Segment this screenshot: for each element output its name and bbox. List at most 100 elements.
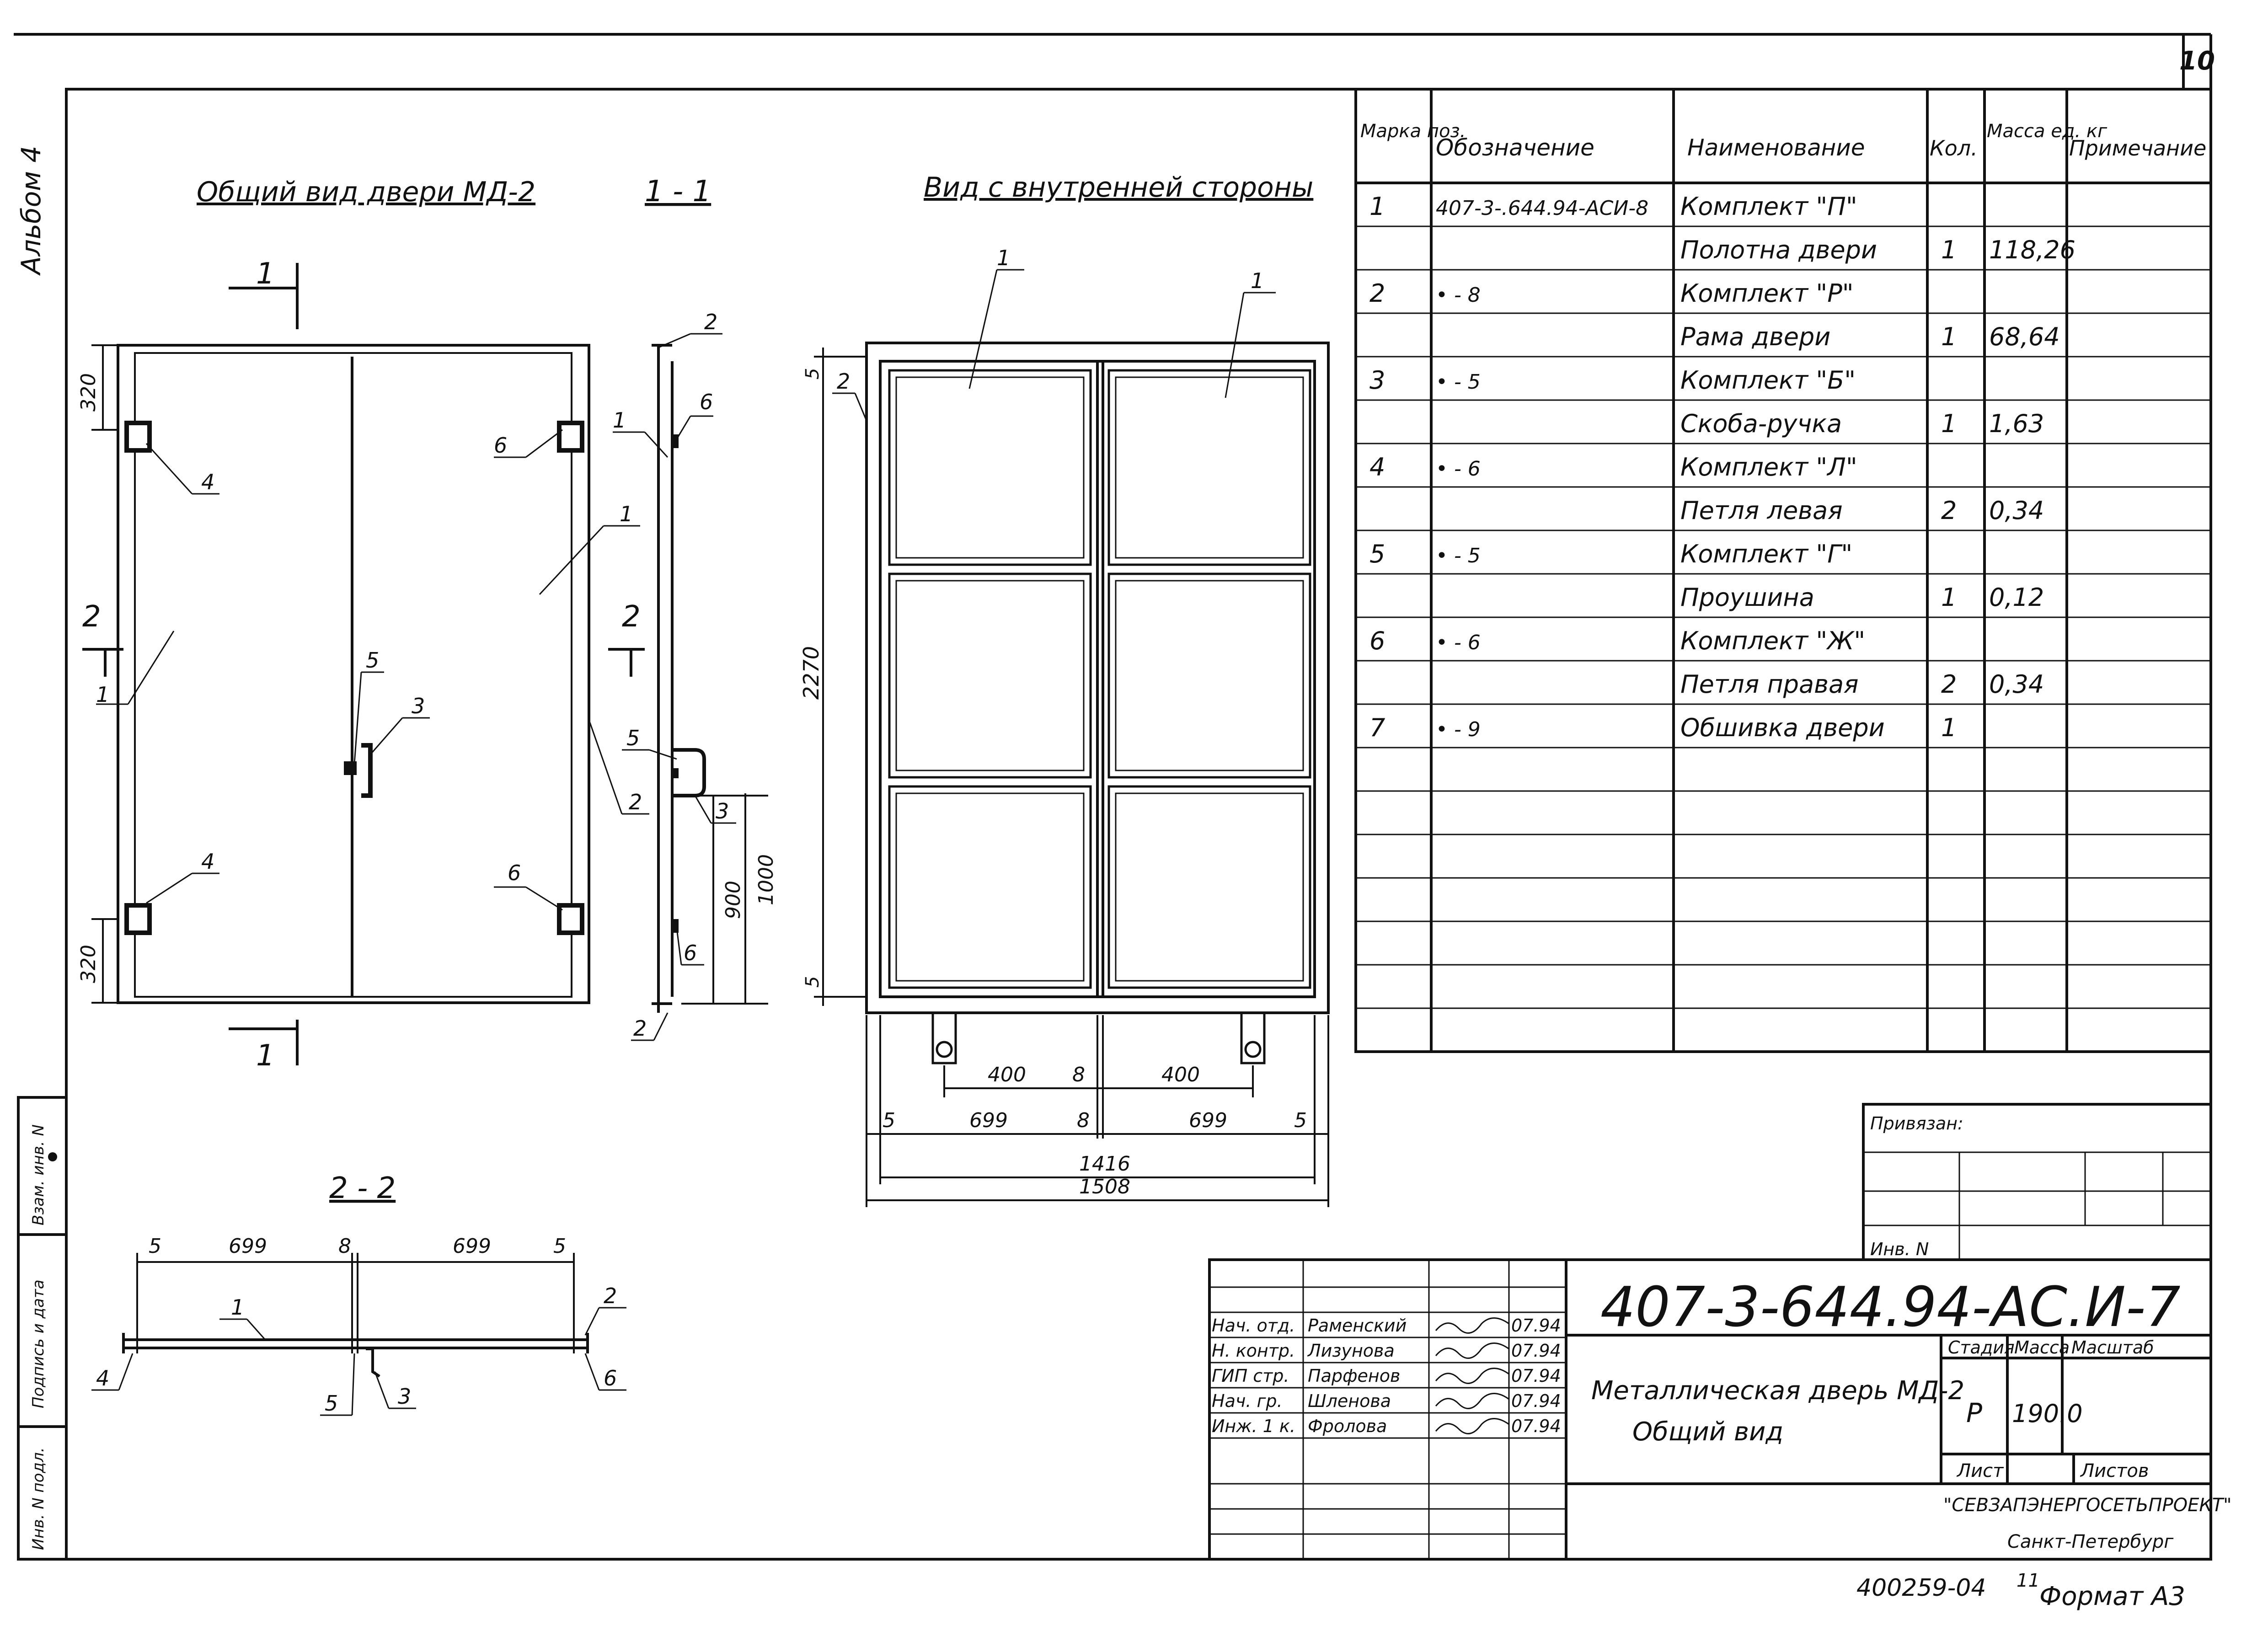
- s22-callout-3: 3: [398, 1384, 411, 1409]
- spec-cell-r9-c4: 0,12: [1989, 583, 2044, 612]
- s22-callout-1: 1: [231, 1295, 244, 1320]
- callout-3: 3: [412, 694, 425, 718]
- signature-date-2: 07.94: [1511, 1366, 1561, 1386]
- signature-name-3: Шленова: [1308, 1391, 1391, 1411]
- footer-format: Формат А3: [2039, 1582, 2185, 1611]
- s22-callout-6: 6: [604, 1366, 617, 1390]
- spec-cell-r5-c4: 1,63: [1989, 409, 2044, 438]
- s22-dim-5a: 5: [149, 1235, 161, 1258]
- section-22-handle: [366, 1348, 380, 1378]
- spec-cell-r0-c1: 407-3-.644.94-АСИ-8: [1436, 197, 1648, 220]
- spec-cell-r11-c3: 2: [1941, 670, 1957, 699]
- spec-cell-r2-c2: Комплект "Р": [1680, 279, 1854, 308]
- callout-2-right: 2: [629, 790, 642, 814]
- s22-dim-5b: 5: [553, 1235, 566, 1258]
- spec-cell-r6-c2: Комплект "Л": [1680, 453, 1857, 481]
- hinge-right-bottom: [557, 903, 584, 935]
- spec-cell-r11-c4: 0,34: [1989, 670, 2044, 699]
- signature-date-1: 07.94: [1511, 1341, 1561, 1361]
- spec-cell-r10-c0: 6: [1369, 626, 1385, 655]
- dim-1000: 1000: [754, 854, 778, 905]
- spec-cell-r12-c0: 7: [1369, 713, 1385, 742]
- spec-cell-r8-c2: Комплект "Г": [1680, 540, 1852, 568]
- spec-cell-r4-c2: Комплект "Б": [1680, 366, 1856, 395]
- spec-cell-r4-c0: 3: [1369, 366, 1385, 395]
- title-block: Привязан: Инв. N 407-3-644.94-АС.И-7 Нач…: [1208, 1103, 2232, 1561]
- spec-header-mass: Масса ед. кг: [1987, 121, 2108, 142]
- spec-cell-r2-c1: • - 8: [1436, 283, 1481, 307]
- mass-value: 190.0: [2012, 1399, 2083, 1428]
- sheet-frame: [14, 33, 2212, 1561]
- inside-panels: [888, 369, 1311, 989]
- spec-cell-r1-c2: Полотна двери: [1680, 235, 1877, 264]
- s22-callout-4: 4: [96, 1366, 109, 1390]
- footer-sheet-index: 11: [2017, 1570, 2040, 1591]
- spec-cell-r3-c4: 68,64: [1989, 322, 2060, 351]
- binding-dot: [48, 1152, 57, 1161]
- section-11-view: 900 1000 2 1 6 5 3 6 2: [613, 310, 778, 1041]
- spec-cell-r10-c2: Комплект "Ж": [1680, 626, 1865, 655]
- door-handle: [361, 743, 373, 798]
- signature-role-3: Нач. гр.: [1212, 1391, 1283, 1411]
- spec-cell-r0-c2: Комплект "П": [1680, 192, 1857, 221]
- inv-n-label: Инв. N: [1870, 1239, 1929, 1259]
- dim-row2-699a: 699: [969, 1109, 1008, 1132]
- description-line1: Металлическая дверь МД-2: [1591, 1376, 1964, 1406]
- signature-date-4: 07.94: [1511, 1416, 1561, 1436]
- s11-callout-5: 5: [626, 726, 640, 750]
- dim-row1-400b: 400: [1161, 1063, 1200, 1086]
- handwritten-signature-0: [1435, 1317, 1509, 1334]
- sheet-label: Лист: [1956, 1460, 2004, 1481]
- dim-900: 900: [722, 881, 745, 919]
- side-stamp-sign: Подпись и дата: [29, 1279, 48, 1408]
- organization: "СЕВЗАПЭНЕРГОСЕТЬПРОЕКТ": [1943, 1495, 2232, 1516]
- inside-lug-left: [931, 1011, 957, 1064]
- general-view-title: Общий вид двери МД-2: [197, 176, 535, 208]
- signature-role-2: ГИП стр.: [1212, 1366, 1289, 1386]
- signature-role-1: Н. контр.: [1212, 1341, 1295, 1361]
- footer-stamp: 400259-04: [1856, 1574, 1986, 1602]
- signature-role-0: Нач. отд.: [1212, 1315, 1295, 1336]
- spec-cell-r7-c3: 2: [1941, 496, 1957, 525]
- s11-callout-6-bottom: 6: [684, 941, 697, 965]
- scale-label: Масштаб: [2071, 1337, 2154, 1358]
- stage-label: Стадия: [1948, 1337, 2015, 1358]
- section-mark-2-left: 2: [82, 600, 101, 634]
- spec-cell-r7-c2: Петля левая: [1680, 496, 1843, 525]
- spec-cell-r4-c1: • - 5: [1436, 370, 1481, 394]
- spec-table: Марка поз. Обозначение Наименование Кол.…: [1354, 88, 2212, 1053]
- hinge-left-top: [124, 421, 152, 453]
- s11-callout-3: 3: [716, 799, 729, 824]
- callout-1-right: 1: [620, 502, 633, 526]
- spec-cell-r6-c1: • - 6: [1436, 457, 1481, 481]
- s11-callout-1: 1: [613, 408, 626, 433]
- side-stamp-vzam: Взам. инв. N: [29, 1124, 48, 1225]
- inside-callout-1-left: 1: [997, 246, 1010, 270]
- privyazan-label: Привязан:: [1870, 1113, 1963, 1134]
- inside-lug-right: [1240, 1011, 1266, 1064]
- spec-header-designation: Обозначение: [1436, 134, 1594, 161]
- section-mark-1-top: 1: [256, 257, 275, 291]
- spec-header-name: Наименование: [1687, 134, 1865, 161]
- spec-cell-r3-c3: 1: [1941, 322, 1957, 351]
- spec-cell-r5-c3: 1: [1941, 409, 1957, 438]
- spec-cell-r6-c0: 4: [1369, 453, 1385, 481]
- handwritten-signature-4: [1435, 1418, 1509, 1434]
- dim-top-gap: 5: [802, 368, 823, 380]
- spec-cell-r9-c3: 1: [1941, 583, 1957, 612]
- s11-callout-2-top: 2: [704, 310, 717, 334]
- spec-header-note: Примечание: [2069, 136, 2206, 160]
- inside-callout-1-right: 1: [1251, 268, 1264, 293]
- inside-view: 5 2270 5 400 8 400 5 699 8 699 5 1416 15…: [799, 246, 1330, 1207]
- drawing-code: 407-3-644.94-АС.И-7: [1600, 1276, 2181, 1339]
- dim-row2-699b: 699: [1189, 1109, 1227, 1132]
- dim-row2-5a: 5: [883, 1109, 895, 1132]
- spec-cell-r7-c4: 0,34: [1989, 496, 2044, 525]
- dim-320-bottom: 320: [77, 945, 100, 983]
- spec-cell-r11-c2: Петля правая: [1680, 670, 1859, 699]
- side-stamp-inv: Инв. N подл.: [29, 1447, 48, 1550]
- inside-callout-2: 2: [837, 369, 850, 394]
- spec-cell-r3-c2: Рама двери: [1680, 322, 1830, 351]
- spec-cell-r2-c0: 2: [1369, 279, 1385, 308]
